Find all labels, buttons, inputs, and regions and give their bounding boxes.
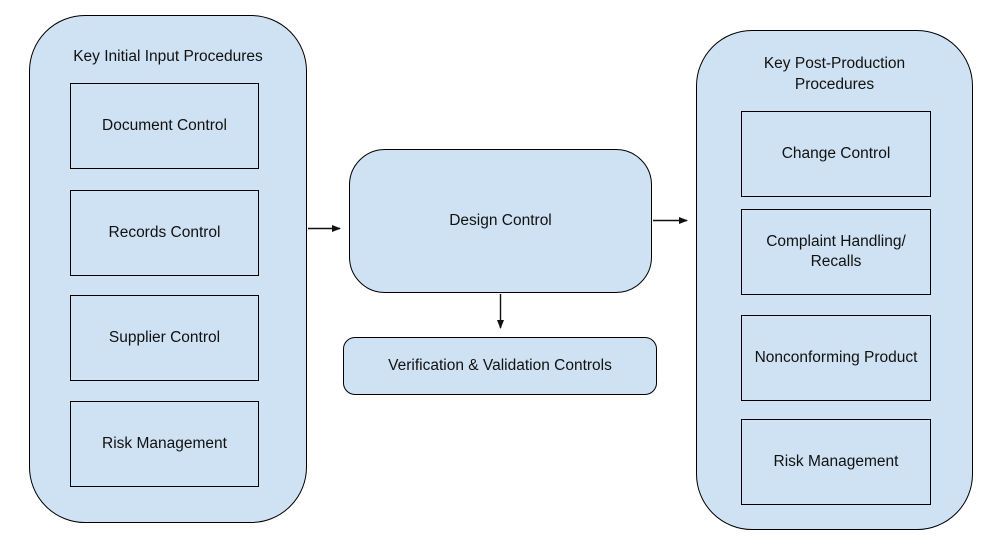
left-panel-title: Key Initial Input Procedures xyxy=(73,48,263,65)
document-control-label: Document Control xyxy=(102,116,227,134)
risk-management-right-label: Risk Management xyxy=(773,452,899,470)
complaint-handling-recalls-label: Complaint Handling/ Recalls xyxy=(766,232,906,270)
complaint-handling-recalls-box: Complaint Handling/ Recalls xyxy=(741,209,931,295)
supplier-control-box: Supplier Control xyxy=(70,295,259,381)
design-control-node: Design Control xyxy=(349,149,652,293)
verification-validation-node: Verification & Validation Controls xyxy=(343,337,657,395)
risk-management-box-right: Risk Management xyxy=(741,419,931,505)
risk-management-left-label: Risk Management xyxy=(102,434,227,452)
supplier-control-label: Supplier Control xyxy=(108,328,221,346)
design-control-label: Design Control xyxy=(449,212,552,229)
nonconforming-product-label: Nonconforming Product xyxy=(754,348,918,366)
verification-validation-label: Verification & Validation Controls xyxy=(388,357,612,374)
change-control-box: Change Control xyxy=(741,111,931,197)
change-control-label: Change Control xyxy=(781,144,891,162)
document-control-box: Document Control xyxy=(70,83,259,169)
records-control-box: Records Control xyxy=(70,190,259,276)
right-panel-title: Key Post-Production Procedures xyxy=(763,55,906,93)
key-post-production-panel: Key Post-Production Procedures Change Co… xyxy=(696,30,973,530)
key-initial-input-panel: Key Initial Input Procedures Document Co… xyxy=(29,15,307,523)
records-control-label: Records Control xyxy=(108,223,221,241)
risk-management-box-left: Risk Management xyxy=(70,401,259,487)
nonconforming-product-box: Nonconforming Product xyxy=(741,315,931,401)
